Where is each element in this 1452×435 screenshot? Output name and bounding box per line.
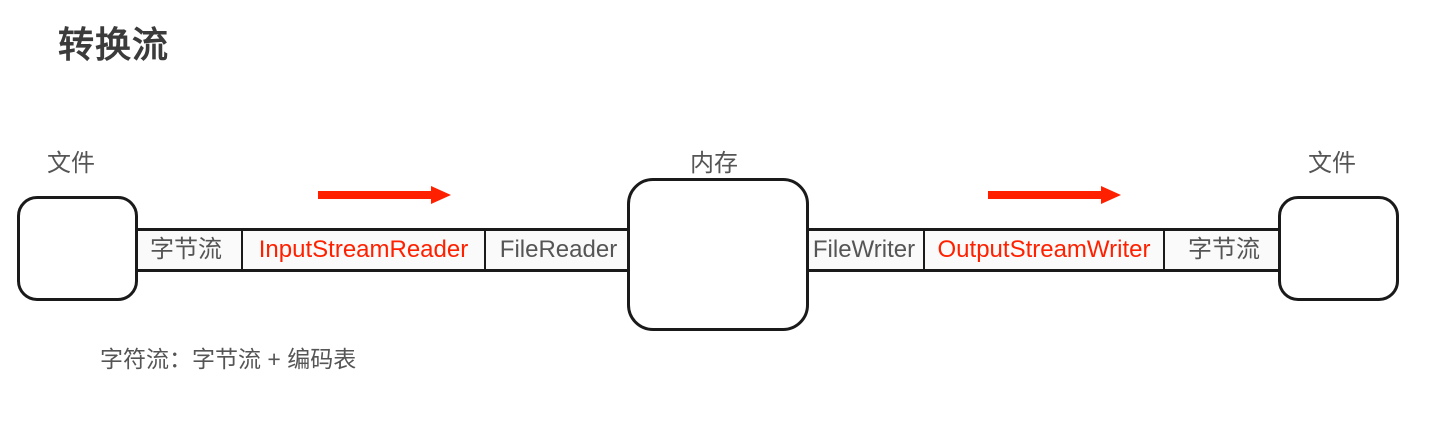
arrow-read-icon — [318, 186, 451, 204]
pipe-cell-file-writer: FileWriter — [805, 231, 925, 269]
arrow-head — [431, 186, 451, 204]
arrow-head — [1101, 186, 1121, 204]
pipe-cell-byte-stream-in: 字节流 — [131, 231, 243, 269]
input-pipeline: 字节流 InputStreamReader FileReader — [131, 228, 631, 272]
node-caption-memory: 内存 — [690, 150, 738, 177]
output-pipeline: FileWriter OutputStreamWriter 字节流 — [805, 228, 1283, 272]
pipe-cell-input-stream-reader: InputStreamReader — [243, 231, 486, 269]
node-caption-file-right: 文件 — [1308, 150, 1356, 177]
node-file-right — [1278, 196, 1399, 301]
page-title: 转换流 — [58, 24, 170, 65]
pipe-cell-file-reader: FileReader — [486, 231, 631, 269]
arrow-shaft — [988, 191, 1103, 199]
node-caption-file-left: 文件 — [47, 150, 95, 177]
pipe-cell-output-stream-writer: OutputStreamWriter — [925, 231, 1165, 269]
node-memory — [627, 178, 809, 331]
pipe-cell-byte-stream-out: 字节流 — [1165, 231, 1283, 269]
node-file-left — [17, 196, 138, 301]
diagram-footnote: 字符流：字节流 + 编码表 — [100, 346, 357, 372]
arrow-write-icon — [988, 186, 1121, 204]
arrow-shaft — [318, 191, 433, 199]
